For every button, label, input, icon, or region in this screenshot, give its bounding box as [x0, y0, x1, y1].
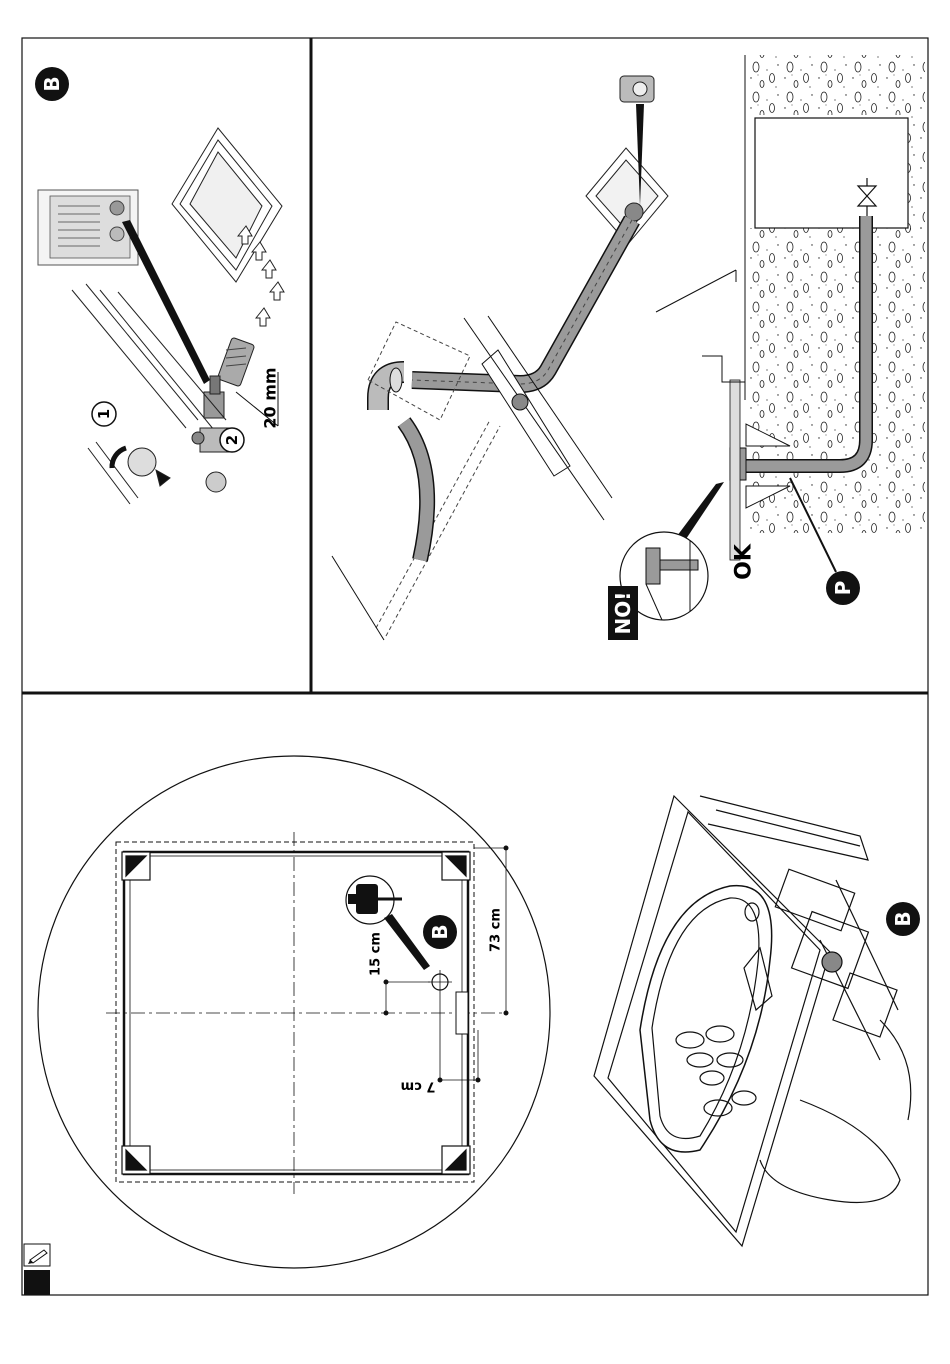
panel-bottom: 15 cm 73 cm 7 cm B [24, 756, 920, 1295]
badge-b-bottom-label: B [891, 911, 915, 926]
wall-outlet [172, 128, 282, 282]
pencil-icon [24, 1244, 50, 1266]
dimension-15cm-label: 15 cm [369, 932, 384, 976]
wall-section [730, 380, 740, 560]
drain-recess [456, 992, 468, 1034]
spa-tub [594, 796, 911, 1246]
corner-foot-bottom-right [442, 1146, 470, 1174]
elbow-fitting [378, 368, 404, 410]
panel-top-left: B [35, 67, 284, 504]
dimension-73cm-label: 73 cm [489, 908, 504, 952]
no-label: NO! [611, 592, 635, 635]
badge-p-label: P [831, 581, 855, 596]
step-2-label: 2 [223, 435, 241, 445]
drill-callout [346, 876, 430, 970]
callout-pointer [122, 220, 210, 384]
gravel-fill-right [908, 110, 925, 230]
corner-black-square [24, 1270, 50, 1295]
corner-foot-bottom-left [122, 1146, 150, 1174]
corner-foot-top-left [122, 852, 150, 880]
dimension-20mm-label: 20 mm [261, 367, 280, 428]
step-1-label: 1 [95, 409, 113, 419]
grey-hose [412, 220, 632, 384]
gravel-fill-upper [745, 55, 925, 115]
base-outline-dashed [116, 842, 474, 1182]
dimension-7cm-label: 7 cm [401, 1079, 436, 1094]
badge-b-bottom-inner-label: B [428, 924, 452, 939]
panel-top-right: P OK NO! [332, 55, 925, 640]
mounting-board [464, 316, 612, 520]
valve-assembly [112, 428, 230, 492]
instruction-booklet [38, 190, 138, 265]
hose-coupling [204, 337, 255, 418]
corner-foot-top-right [442, 852, 470, 880]
badge-b-top-label: B [40, 76, 64, 91]
tap-connector [620, 76, 654, 102]
floor-line [332, 556, 384, 640]
ok-label: OK [732, 543, 757, 580]
tank-block [755, 118, 908, 228]
